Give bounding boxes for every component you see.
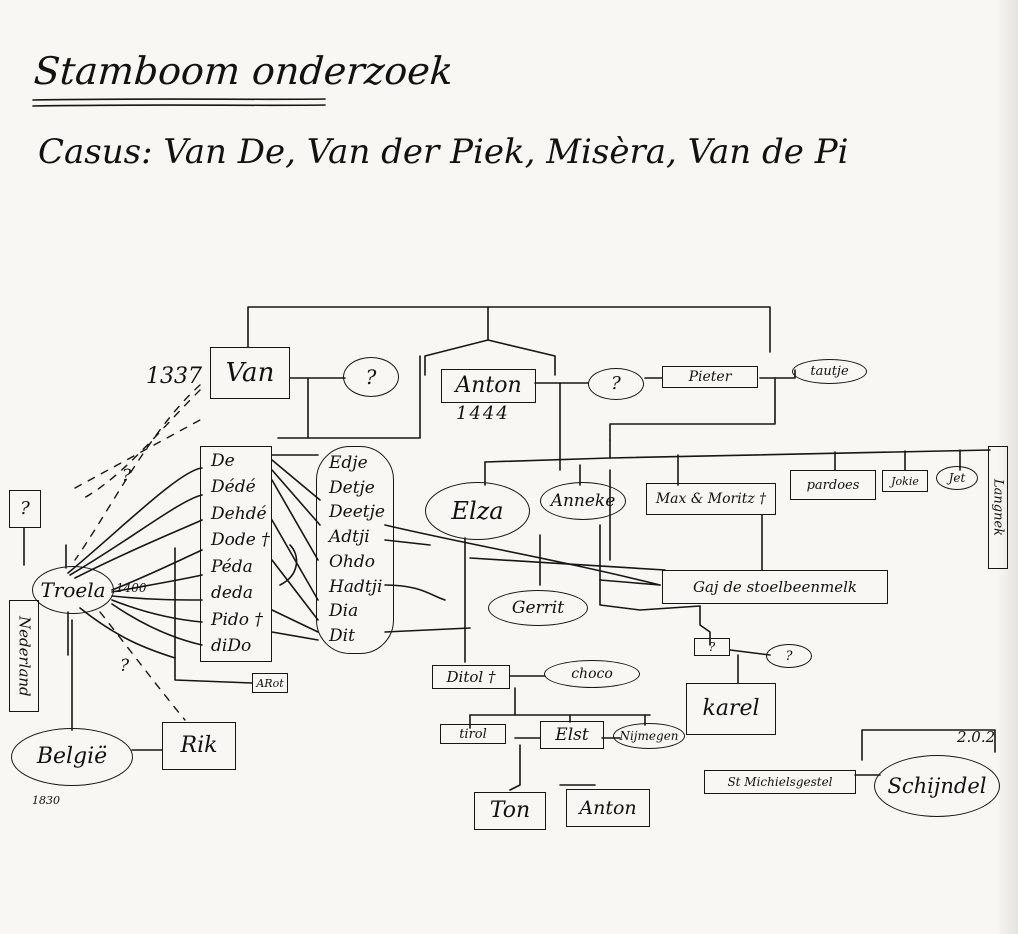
child-dehde: Dehdé bbox=[211, 503, 267, 524]
person-pardoes: pardoes bbox=[790, 470, 876, 500]
children-de-box: De Dédé Dehdé Dode † Péda deda Pido † di… bbox=[200, 446, 272, 662]
place-nijmegen: Nijmegen bbox=[613, 723, 685, 749]
person-karel: karel bbox=[686, 683, 776, 735]
child-dit: Dit bbox=[329, 625, 355, 646]
page-title: Stamboom onderzoek bbox=[32, 49, 455, 93]
person-choco: choco bbox=[544, 660, 640, 688]
dash-question-upper: ? bbox=[122, 466, 132, 486]
child-peda: Péda bbox=[211, 556, 253, 577]
person-van-partner: ? bbox=[343, 357, 399, 397]
person-anton-bottom: Anton bbox=[566, 789, 650, 827]
child-deetje: Deetje bbox=[329, 502, 385, 523]
person-anton-partner: ? bbox=[588, 368, 644, 400]
child-de: De bbox=[211, 451, 235, 471]
person-elza: Elza bbox=[425, 482, 530, 540]
person-troela: Troela bbox=[32, 566, 114, 614]
troela-year: 1400 bbox=[116, 581, 147, 595]
children-edje-box: Edje Detje Deetje Adtji Ohdo Hadtji Dia … bbox=[316, 446, 394, 654]
person-belgie: België bbox=[11, 728, 133, 786]
child-hadtji: Hadtji bbox=[329, 576, 383, 597]
child-dia: Dia bbox=[329, 601, 359, 622]
person-unknown-small-oval: ? bbox=[766, 644, 812, 668]
person-unknown-left: ? bbox=[9, 490, 41, 528]
person-jokie: Jokie bbox=[882, 470, 928, 492]
anton-year: 1444 bbox=[456, 403, 510, 424]
person-jet: Jet bbox=[936, 466, 978, 490]
child-dido: diDo bbox=[211, 635, 252, 656]
child-deda: deda bbox=[211, 583, 253, 604]
place-tirol: tirol bbox=[440, 724, 506, 744]
child-dode: Dode † bbox=[211, 530, 270, 551]
child-pido: Pido † bbox=[211, 609, 263, 630]
title-underline-2 bbox=[32, 104, 326, 107]
belgie-year: 1830 bbox=[32, 794, 60, 807]
place-schijndel: Schijndel bbox=[874, 755, 1000, 817]
person-unknown-small: ? bbox=[694, 638, 730, 656]
person-rik: Rik bbox=[162, 722, 236, 770]
dash-question-lower: ? bbox=[120, 656, 130, 676]
person-arot: ARot bbox=[252, 673, 288, 693]
place-elst: Elst bbox=[540, 721, 604, 749]
child-dede: Dédé bbox=[211, 477, 256, 498]
van-year: 1337 bbox=[146, 364, 202, 389]
person-ditol: Ditol † bbox=[432, 665, 510, 689]
person-langnek: Langnek bbox=[988, 446, 1008, 569]
nederland-label: Nederland bbox=[15, 615, 34, 697]
date-note: 2.0.2 bbox=[957, 728, 996, 746]
person-tautje: tautje bbox=[792, 359, 867, 384]
casus-line: Casus: Van De, Van der Piek, Misèra, Van… bbox=[38, 132, 849, 172]
place-st-michielsgestel: St Michielsgestel bbox=[704, 770, 856, 794]
title-underline bbox=[32, 98, 326, 101]
langnek-label: Langnek bbox=[990, 478, 1006, 537]
person-gaj: Gaj de stoelbeenmelk bbox=[662, 570, 888, 604]
child-edje: Edje bbox=[329, 453, 368, 473]
person-anneke: Anneke bbox=[540, 482, 626, 520]
child-adtji: Adtji bbox=[329, 527, 370, 548]
person-nederland: Nederland bbox=[9, 600, 39, 712]
child-ohdo: Ohdo bbox=[329, 551, 376, 572]
person-van: Van bbox=[210, 347, 290, 399]
child-detje: Detje bbox=[329, 477, 375, 498]
person-gerrit: Gerrit bbox=[488, 590, 588, 626]
person-max-moritz: Max & Moritz † bbox=[646, 483, 776, 515]
person-anton-top: Anton bbox=[441, 369, 536, 403]
person-ton: Ton bbox=[474, 792, 546, 830]
person-pieter: Pieter bbox=[662, 366, 758, 388]
